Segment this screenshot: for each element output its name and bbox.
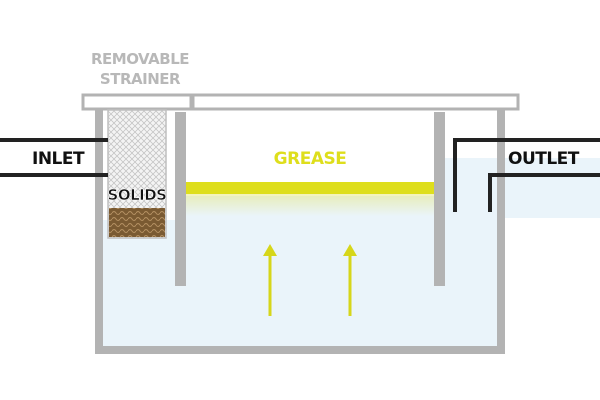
- grease-fade: [186, 190, 434, 216]
- tank-lid: [191, 93, 520, 111]
- tank-right-wall: [497, 108, 505, 354]
- flow-arrow-left: [263, 244, 277, 316]
- grease-layer: [186, 182, 434, 194]
- strainer-lid: [81, 93, 193, 111]
- solids-label: SOLIDS: [108, 186, 167, 204]
- water-outlet-pipe: [490, 158, 600, 218]
- strainer-label-line2: STRAINER: [100, 70, 181, 88]
- tank-floor: [95, 346, 505, 354]
- solids-deposit: [109, 208, 165, 237]
- outlet-baffle: [434, 112, 445, 286]
- flow-arrow-right: [343, 244, 357, 316]
- inlet-label: INLET: [32, 149, 85, 169]
- inlet-pipe: [0, 138, 108, 177]
- tank-left-wall: [95, 108, 103, 354]
- outlet-label: OUTLET: [508, 149, 580, 169]
- removable-strainer: [107, 109, 167, 239]
- water-body: [100, 220, 500, 350]
- inlet-baffle: [175, 112, 186, 286]
- outlet-pipe: [453, 138, 600, 212]
- strainer-label-line1: REMOVABLE: [91, 50, 189, 68]
- grease-label: GREASE: [274, 149, 347, 169]
